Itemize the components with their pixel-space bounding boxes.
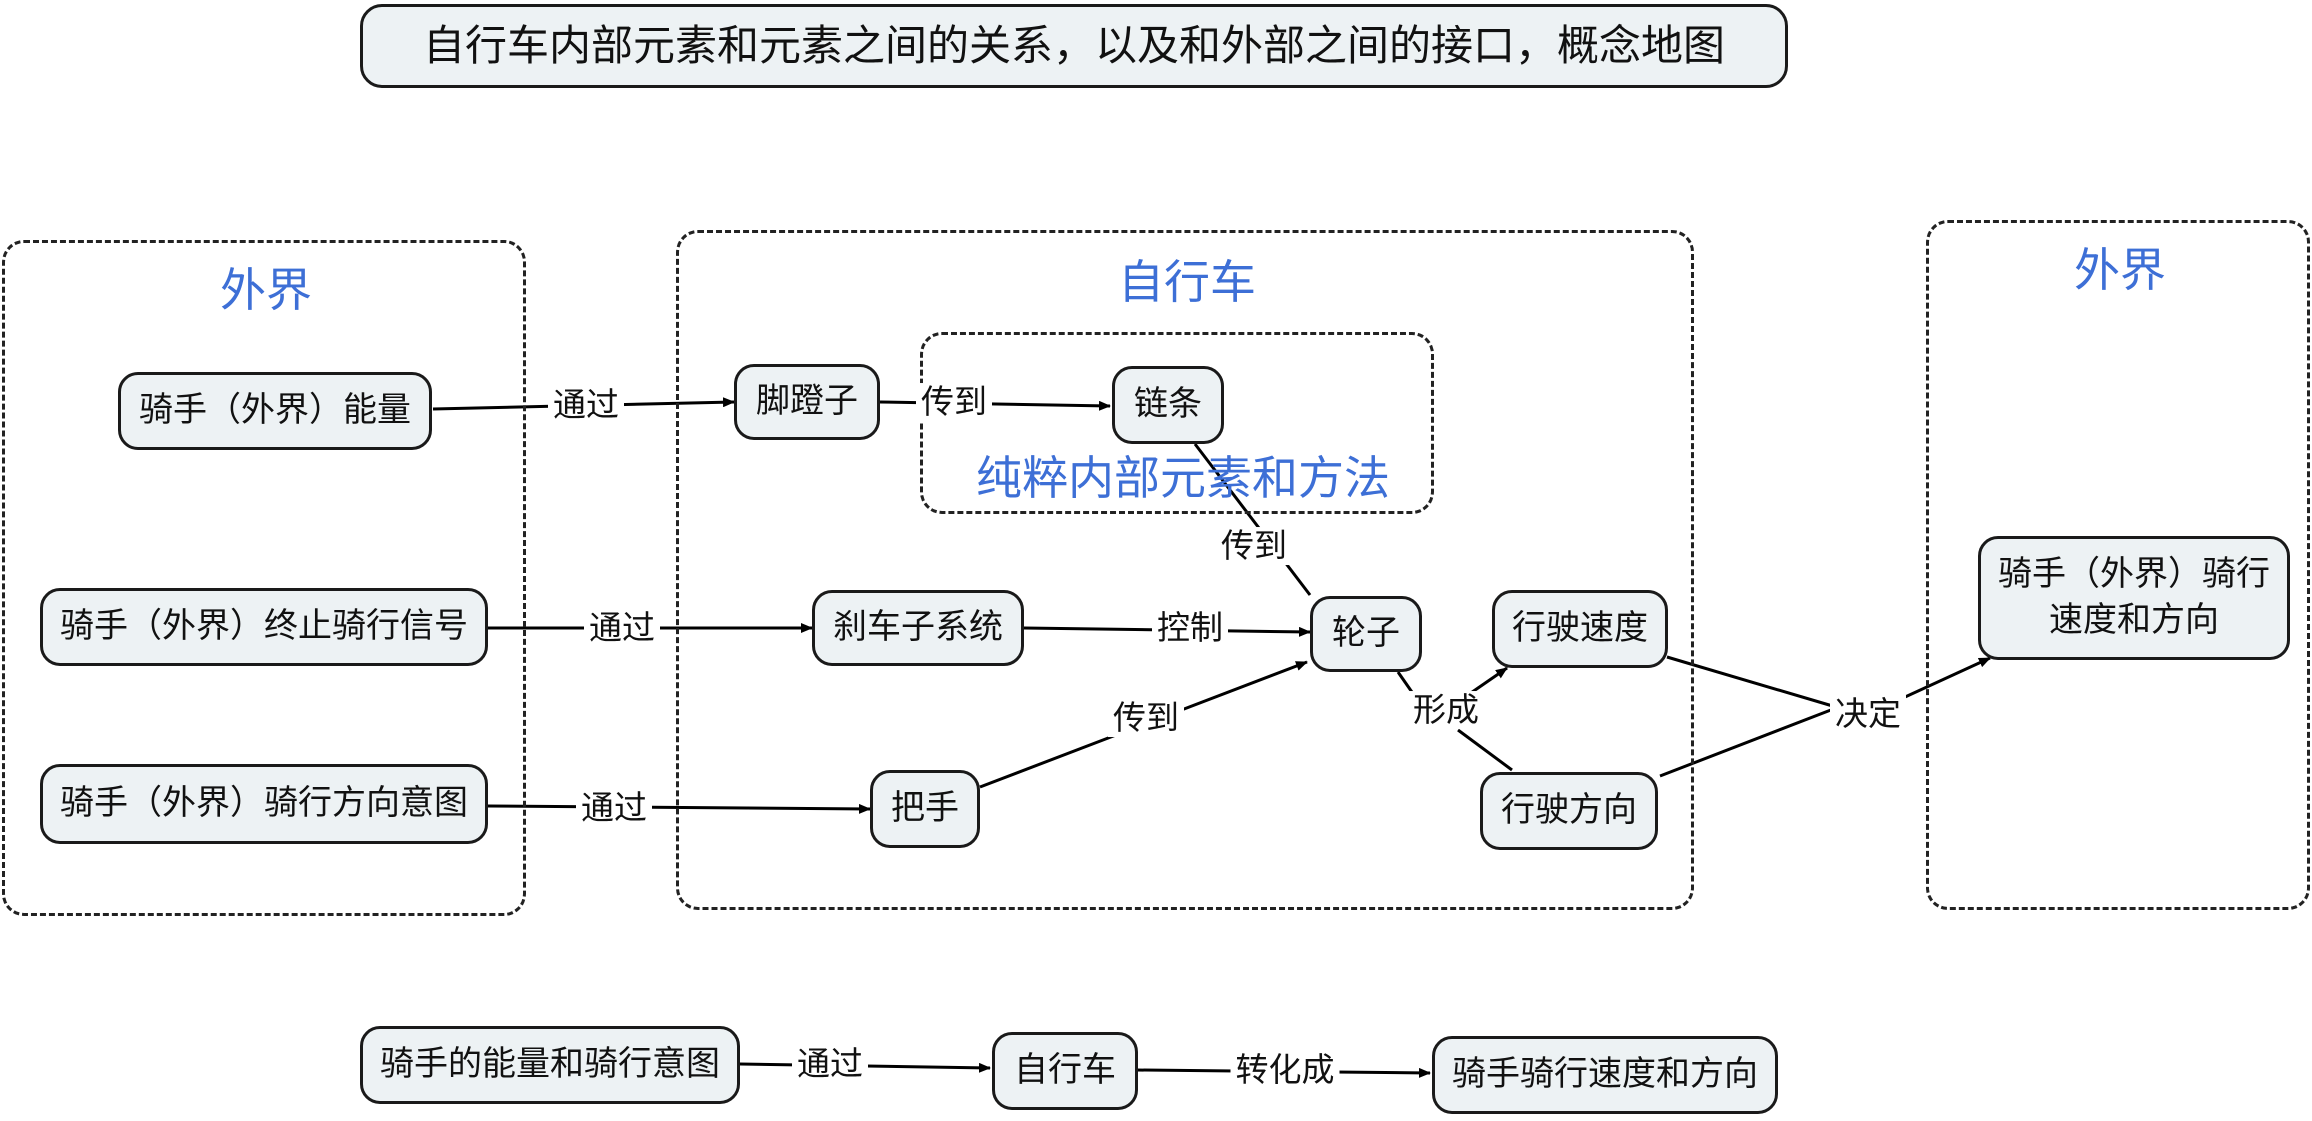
node-travel-direction: 行驶方向	[1480, 772, 1658, 850]
node-handlebar: 把手	[870, 770, 980, 848]
node-pedals-text: 脚蹬子	[756, 381, 858, 422]
node-brake-system-text: 刹车子系统	[833, 607, 1003, 648]
node-travel-speed: 行驶速度	[1492, 590, 1668, 668]
group-label-outside-left: 外界	[220, 254, 312, 320]
node-chain: 链条	[1112, 366, 1224, 444]
group-label-pure-internal-text: 纯粹内部元素和方法	[976, 451, 1390, 505]
group-outside-left	[2, 240, 526, 916]
group-outside-right	[1926, 220, 2310, 910]
edge-label-chain-wheel: 传到	[1216, 527, 1292, 565]
edge-label-brake-wheel: 控制	[1152, 609, 1228, 647]
group-bicycle	[676, 230, 1694, 910]
node-travel-direction-text: 行驶方向	[1501, 790, 1637, 831]
node-wheel-text: 轮子	[1332, 613, 1400, 654]
node-brake-system: 刹车子系统	[812, 590, 1024, 666]
edge-form-to-direction	[1457, 728, 1513, 772]
node-summary-output-text: 骑手骑行速度和方向	[1452, 1054, 1758, 1095]
edge-label-determine: 决定	[1830, 695, 1906, 733]
group-label-bicycle-text: 自行车	[1118, 255, 1256, 309]
edge-label-wheel-form: 形成	[1408, 691, 1484, 729]
diagram-title-text: 自行车内部元素和元素之间的关系，以及和外部之间的接口，概念地图	[422, 20, 1725, 70]
node-wheel: 轮子	[1310, 596, 1422, 672]
node-rider-direction-intent-text: 骑手（外界）骑行方向意图	[60, 783, 468, 824]
edge-label-stop-brake: 通过	[584, 609, 660, 647]
node-rider-energy: 骑手（外界）能量	[118, 372, 432, 450]
edge-label-summary-convert: 转化成	[1230, 1051, 1340, 1089]
node-rider-speed-direction: 骑手（外界）骑行速度和方向	[1978, 536, 2290, 660]
node-rider-stop-signal-text: 骑手（外界）终止骑行信号	[60, 606, 468, 647]
node-summary-input: 骑手的能量和骑行意图	[360, 1026, 740, 1104]
node-rider-energy-text: 骑手（外界）能量	[139, 390, 411, 431]
edge-label-intent-handlebar: 通过	[576, 789, 652, 827]
edge-label-energy-pedals: 通过	[548, 386, 624, 424]
edge-label-summary-via: 通过	[792, 1045, 868, 1083]
node-rider-speed-direction-text: 骑手（外界）骑行速度和方向	[1998, 554, 2270, 640]
node-summary-output: 骑手骑行速度和方向	[1432, 1036, 1778, 1114]
group-label-outside-left-text: 外界	[220, 263, 312, 317]
node-pedals: 脚蹬子	[734, 364, 880, 440]
node-handlebar-text: 把手	[891, 788, 959, 829]
group-label-pure-internal: 纯粹内部元素和方法	[976, 442, 1390, 508]
node-rider-direction-intent: 骑手（外界）骑行方向意图	[40, 764, 488, 844]
node-summary-bicycle: 自行车	[992, 1032, 1138, 1110]
edge-label-handlebar-wheel: 传到	[1108, 699, 1184, 737]
group-label-outside-right: 外界	[2074, 234, 2166, 300]
node-chain-text: 链条	[1134, 384, 1202, 425]
node-summary-bicycle-text: 自行车	[1014, 1050, 1116, 1091]
group-label-outside-right-text: 外界	[2074, 243, 2166, 297]
edge-speed-to-determine	[1666, 655, 1837, 709]
node-summary-input-text: 骑手的能量和骑行意图	[380, 1044, 720, 1085]
group-pure-internal	[920, 332, 1434, 514]
edge-chain-to-wheel	[1193, 443, 1312, 596]
edge-intent-to-handlebar	[487, 803, 871, 814]
group-label-bicycle: 自行车	[1118, 246, 1256, 312]
diagram-title: 自行车内部元素和元素之间的关系，以及和外部之间的接口，概念地图	[360, 4, 1788, 88]
node-travel-speed-text: 行驶速度	[1512, 608, 1648, 649]
edge-direction-to-determine	[1659, 706, 1837, 778]
node-rider-stop-signal: 骑手（外界）终止骑行信号	[40, 588, 488, 666]
edge-label-pedals-chain: 传到	[916, 383, 992, 421]
edge-determine-to-rider	[1904, 656, 1991, 699]
